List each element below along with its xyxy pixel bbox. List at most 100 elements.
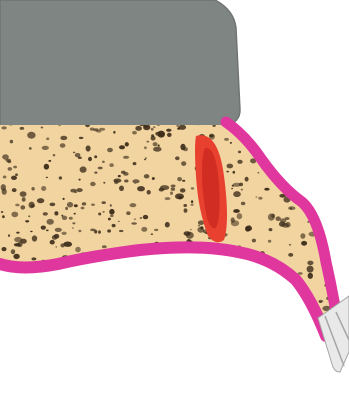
bone-pore — [211, 321, 216, 326]
bone-pore — [220, 336, 225, 342]
bone-pore — [2, 247, 7, 251]
bone-pore — [336, 265, 341, 271]
bone-pore — [146, 263, 153, 269]
bone-pore — [16, 232, 19, 234]
bone-pore — [114, 180, 118, 184]
bone-pore — [92, 315, 100, 322]
bone-pore — [233, 209, 240, 213]
bone-pore — [323, 179, 326, 181]
bone-pore — [165, 222, 170, 228]
bone-pore — [175, 343, 181, 347]
bone-pore — [126, 211, 130, 215]
bone-pore — [139, 325, 147, 330]
bone-pore — [30, 231, 33, 232]
bone-pore — [118, 221, 120, 222]
bone-pore — [245, 177, 249, 182]
bone-pore — [24, 341, 29, 344]
bone-pore — [191, 187, 195, 189]
bone-pore — [227, 164, 234, 169]
bone-pore — [269, 304, 275, 310]
bone-pore — [190, 229, 191, 230]
bone-pore — [151, 134, 154, 137]
bone-pore — [82, 202, 86, 205]
bone-pore — [191, 204, 194, 206]
bone-pore — [99, 128, 105, 131]
bone-pore — [239, 183, 243, 187]
bone-pore — [153, 142, 158, 146]
bone-pore — [170, 287, 172, 289]
bone-pore — [102, 211, 104, 212]
bone-pore — [78, 230, 81, 232]
bone-pore — [198, 349, 204, 353]
bone-pore — [93, 128, 98, 131]
bone-pore — [48, 160, 51, 162]
bone-pore — [322, 150, 327, 154]
bone-pore — [262, 280, 271, 286]
bone-pore — [154, 229, 158, 231]
bone-pore — [88, 157, 92, 161]
bone-pore — [102, 201, 106, 204]
bone-pore — [302, 176, 304, 178]
bone-pore — [228, 276, 233, 280]
bone-pore — [95, 267, 97, 269]
bone-pore — [252, 239, 256, 243]
bone-pore — [251, 272, 253, 274]
bone-pore — [32, 235, 37, 241]
bone-pore — [346, 193, 348, 195]
bone-pore — [115, 328, 118, 330]
bone-pore — [6, 282, 8, 284]
bone-pore — [125, 350, 127, 352]
bone-pore — [76, 273, 82, 277]
bone-pore — [309, 346, 313, 350]
bone-pore — [107, 229, 111, 232]
bone-pore — [94, 172, 97, 174]
bone-pore — [319, 301, 322, 303]
bone-pore — [144, 174, 150, 178]
bone-pore — [206, 297, 208, 299]
bone-pore — [226, 171, 229, 173]
bone-pore — [341, 140, 345, 142]
bone-pore — [185, 277, 188, 279]
bone-pore — [233, 273, 237, 277]
bone-pore — [94, 155, 97, 158]
bone-pore — [74, 191, 77, 193]
bone-pore — [157, 305, 162, 308]
bone-pore — [177, 127, 180, 129]
bone-pore — [100, 341, 105, 344]
bone-pore — [119, 286, 122, 288]
bone-pore — [81, 305, 85, 308]
bone-pore — [155, 266, 159, 269]
bone-pore — [318, 163, 322, 168]
bone-pore — [29, 147, 32, 150]
bone-pore — [9, 280, 15, 285]
bone-pore — [323, 225, 329, 229]
bone-pore — [264, 322, 273, 328]
bone-pore — [72, 304, 75, 305]
bone-pore — [132, 131, 137, 135]
bone-pore — [182, 180, 185, 182]
bone-pore — [90, 182, 96, 186]
bone-pore — [89, 266, 93, 268]
bone-pore — [15, 204, 19, 207]
bone-pore — [325, 152, 327, 153]
bone-pore — [112, 224, 116, 227]
bone-pore — [103, 182, 105, 184]
bone-pore — [22, 197, 26, 201]
bone-pore — [266, 338, 270, 341]
bone-pore — [268, 240, 271, 243]
bone-pore — [12, 188, 17, 192]
bone-pore — [102, 280, 107, 283]
bone-pore — [266, 342, 270, 347]
bone-pore — [341, 271, 347, 275]
bone-pore — [8, 167, 12, 171]
bone-pore — [207, 293, 212, 296]
bone-pore — [74, 204, 78, 207]
bone-pore — [91, 204, 95, 206]
bone-pore — [339, 250, 346, 255]
bone-pore — [269, 228, 273, 231]
bone-pore — [247, 264, 253, 270]
bone-pore — [62, 232, 67, 235]
bone-pore — [75, 153, 81, 157]
bone-pore — [241, 202, 245, 205]
bone-pore — [320, 164, 324, 167]
